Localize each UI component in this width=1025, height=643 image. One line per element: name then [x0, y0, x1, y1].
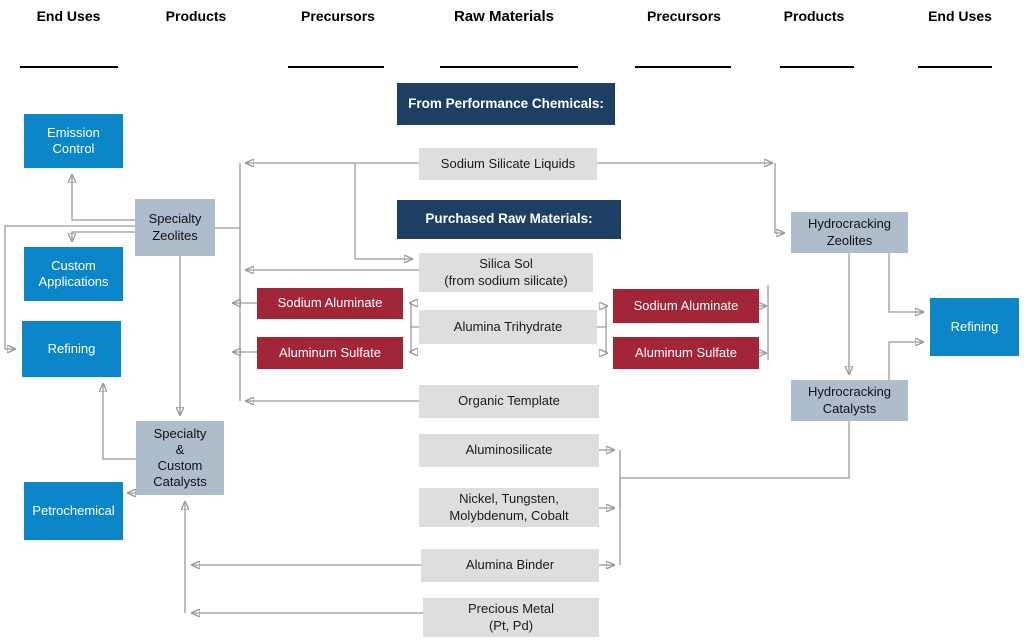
wire-ath-right-split-up — [597, 306, 607, 328]
raw-silica-sol-label: Silica Sol(from sodium silicate) — [444, 256, 568, 288]
raw-alumina-binder[interactable]: Alumina Binder — [421, 549, 599, 582]
raw-alumina-trihydrate[interactable]: Alumina Trihydrate — [419, 310, 597, 344]
wire-hc-to-refining — [888, 342, 923, 380]
banner-purchased-raw-materials: Purchased Raw Materials: — [397, 200, 621, 239]
wire-ath-left-split-up — [410, 302, 419, 328]
column-header-raw-materials-3: Raw Materials — [453, 8, 555, 25]
end-use-refining-left[interactable]: Refining — [22, 321, 121, 377]
column-header-precursors-2: Precursors — [301, 8, 375, 24]
precursor-aluminum-sulfate-right[interactable]: Aluminum Sulfate — [613, 337, 759, 369]
raw-organic-template[interactable]: Organic Template — [419, 385, 599, 418]
raw-nickel-tungsten-molybdenum-cobalt-label: Nickel, Tungsten,Molybdenum, Cobalt — [449, 491, 569, 523]
wire-ath-left-split-down — [410, 327, 412, 353]
precursor-sodium-aluminate-right-label: Sodium Aluminate — [633, 297, 739, 313]
column-header-rule-6 — [918, 66, 992, 68]
wire-hz-to-refining — [888, 253, 923, 312]
raw-precious-metal-label: Precious Metal(Pt, Pd) — [468, 601, 554, 633]
raw-nickel-tungsten-molybdenum-cobalt[interactable]: Nickel, Tungsten,Molybdenum, Cobalt — [419, 488, 599, 527]
raw-alumina-binder-label: Alumina Binder — [465, 557, 555, 573]
column-header-rule-3 — [440, 66, 578, 68]
precursor-sodium-aluminate-left[interactable]: Sodium Aluminate — [257, 288, 403, 319]
precursor-sodium-aluminate-right[interactable]: Sodium Aluminate — [613, 289, 759, 323]
column-header-products-1: Products — [165, 8, 227, 24]
raw-aluminosilicate[interactable]: Aluminosilicate — [419, 434, 599, 467]
raw-precious-metal[interactable]: Precious Metal(Pt, Pd) — [423, 598, 599, 637]
column-header-end-uses-0: End Uses — [36, 8, 101, 24]
column-header-rule-5 — [780, 66, 854, 68]
end-use-petrochemical[interactable]: Petrochemical — [24, 482, 123, 540]
precursor-aluminum-sulfate-left-label: Aluminum Sulfate — [279, 344, 381, 360]
raw-sodium-silicate-liquids-label: Sodium Silicate Liquids — [440, 155, 576, 171]
column-header-rule-4 — [635, 66, 731, 68]
end-use-refining-right-label: Refining — [950, 318, 999, 334]
raw-aluminosilicate-label: Aluminosilicate — [465, 442, 553, 458]
raw-silica-sol[interactable]: Silica Sol(from sodium silicate) — [419, 253, 593, 292]
wire-sz-to-emission-control — [72, 175, 135, 221]
banner-from-performance-chemicals: From Performance Chemicals: — [397, 83, 615, 125]
precursor-aluminum-sulfate-right-label: Aluminum Sulfate — [635, 344, 737, 360]
end-use-petrochemical-label: Petrochemical — [32, 502, 115, 518]
end-use-refining-left-label: Refining — [47, 340, 96, 356]
column-header-rule-2 — [288, 66, 384, 68]
wire-sz-to-custom-applications — [72, 231, 135, 241]
raw-sodium-silicate-liquids[interactable]: Sodium Silicate Liquids — [419, 148, 597, 180]
precursor-aluminum-sulfate-left[interactable]: Aluminum Sulfate — [257, 337, 403, 369]
column-header-products-5: Products — [783, 8, 845, 24]
column-header-rule-0 — [20, 66, 118, 68]
raw-organic-template-label: Organic Template — [458, 393, 560, 409]
column-header-precursors-4: Precursors — [647, 8, 721, 24]
wire-scc-to-refining — [103, 384, 136, 460]
precursor-sodium-aluminate-left-label: Sodium Aluminate — [277, 295, 383, 311]
raw-alumina-trihydrate-label: Alumina Trihydrate — [453, 318, 563, 334]
column-header-end-uses-6: End Uses — [928, 8, 992, 24]
end-use-refining-right[interactable]: Refining — [930, 298, 1019, 356]
